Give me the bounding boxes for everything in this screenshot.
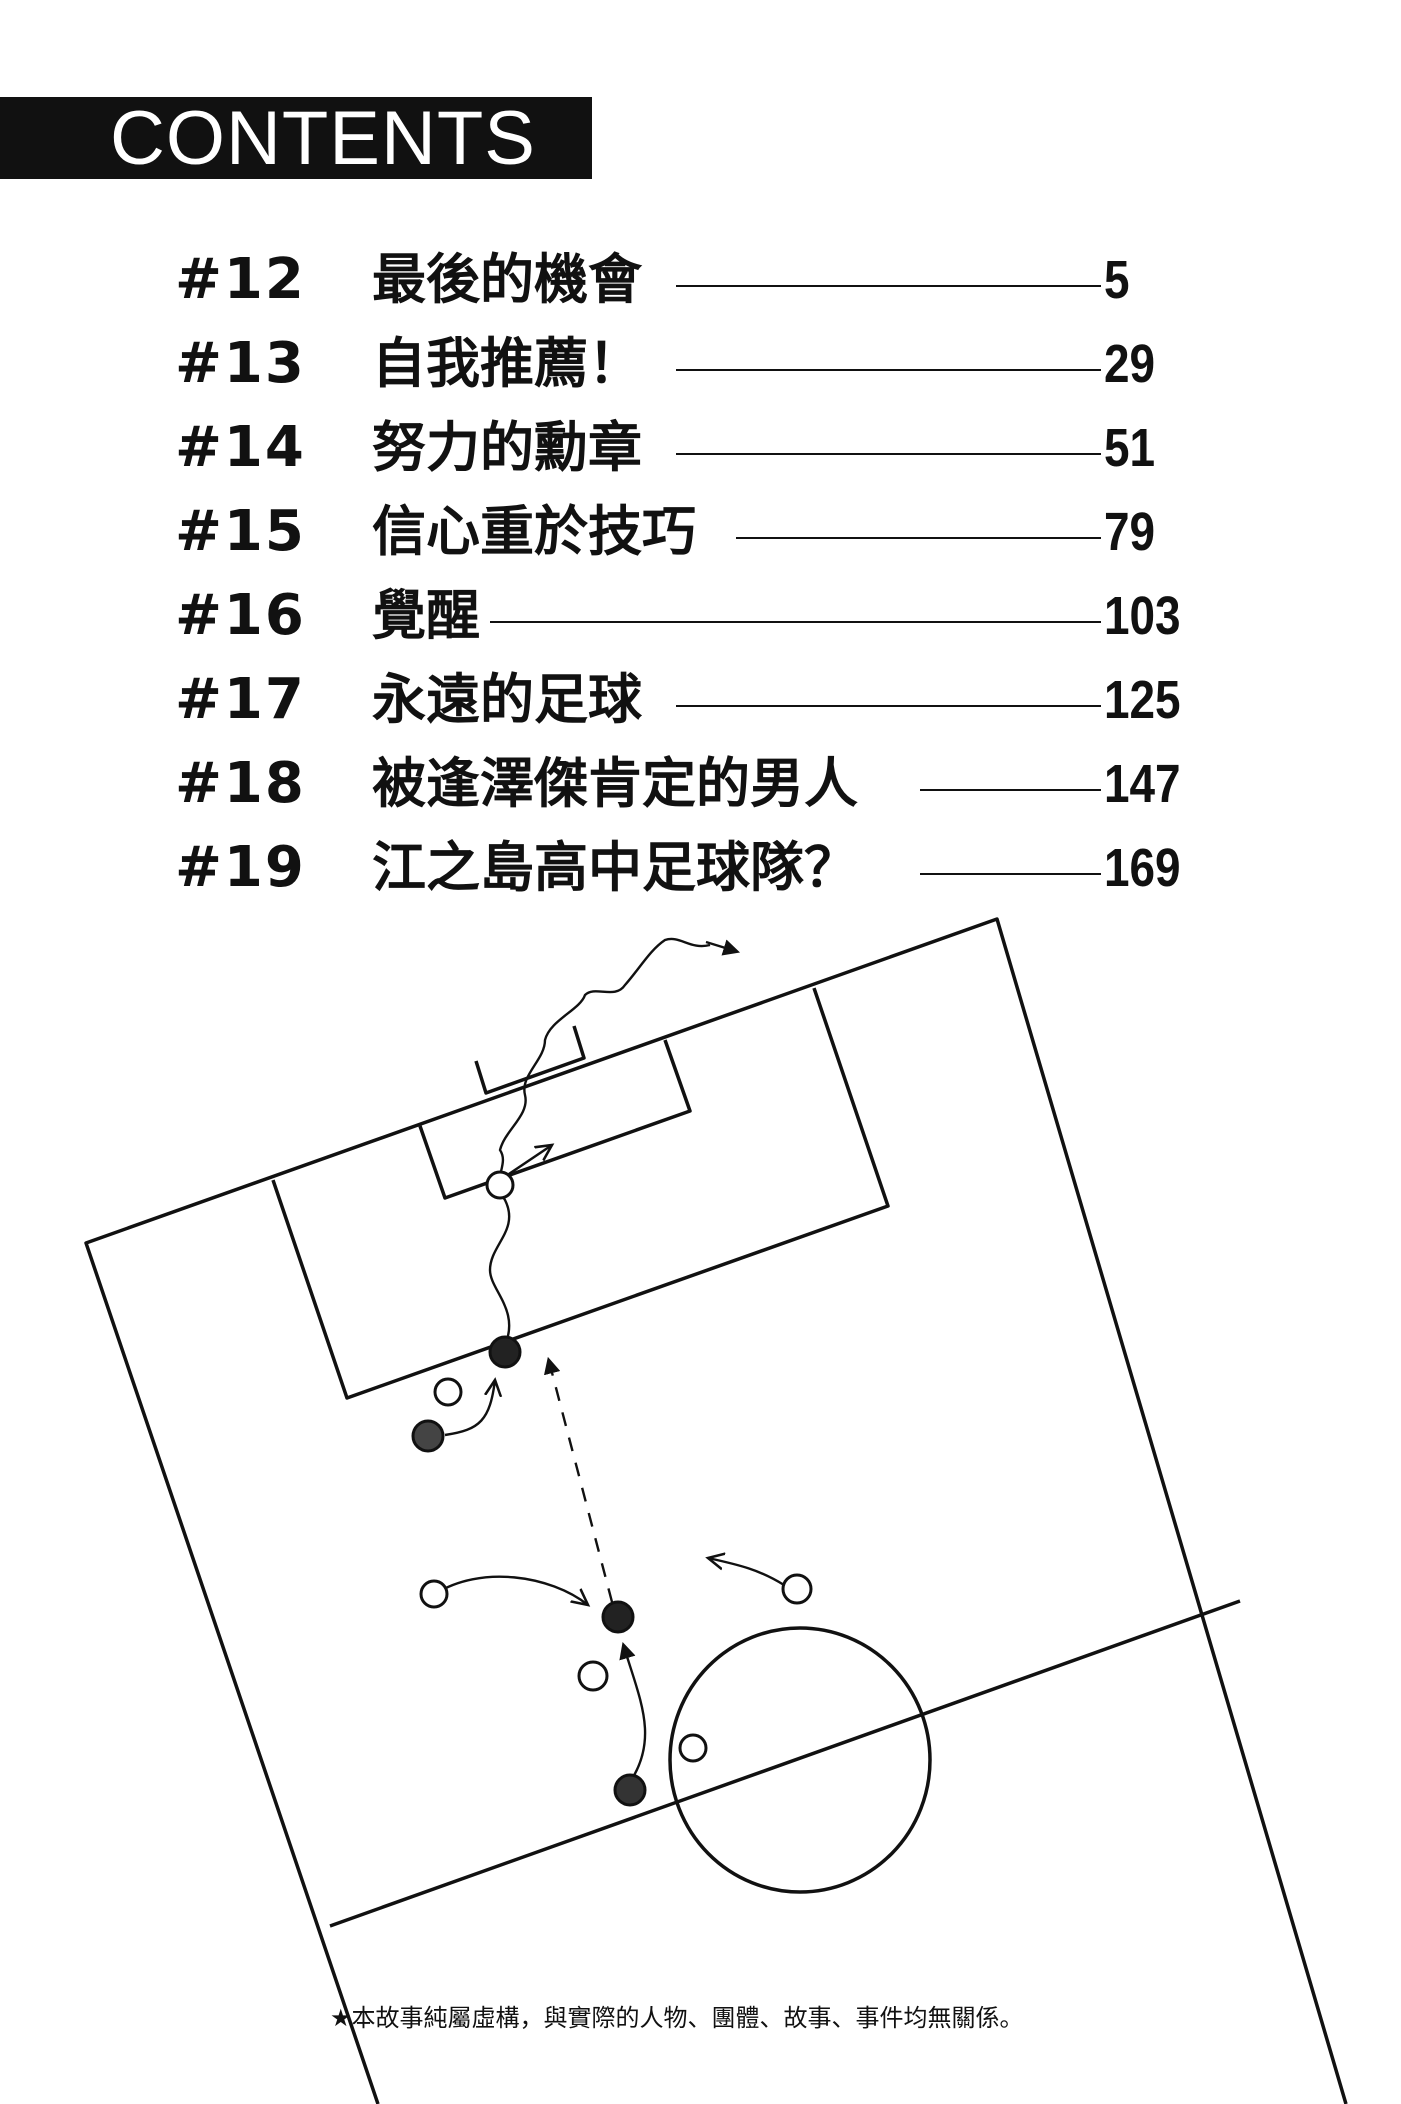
leader-line: [920, 789, 1101, 791]
leader-line: [676, 453, 1101, 455]
leader-line: [920, 873, 1101, 875]
goal-box: [474, 1025, 586, 1095]
chapter-title: 被逢澤傑肯定的男人: [372, 749, 864, 819]
chapter-number: #17: [175, 667, 306, 732]
toc-entry[interactable]: #12 最後的機會 5: [0, 245, 1401, 315]
chapter-number: #13: [175, 331, 306, 396]
leader-line: [676, 705, 1101, 707]
chapter-title: 覺醒: [372, 581, 486, 651]
halfway-line: [329, 1599, 1241, 1928]
dribble-path: [488, 937, 711, 1346]
chapter-number: #15: [175, 499, 306, 564]
toc-entry[interactable]: #15 信心重於技巧 79: [0, 497, 1401, 567]
soccer-tactics-diagram: [84, 917, 1348, 2104]
chapter-title: 努力的勳章: [372, 413, 648, 483]
chapter-title: 江之島高中足球隊？: [372, 833, 864, 903]
page-number: 103: [1104, 586, 1181, 646]
page-number: 147: [1104, 754, 1181, 814]
defender-marker: [419, 1579, 449, 1609]
toc-entry[interactable]: #18 被逢澤傑肯定的男人 147: [0, 749, 1401, 819]
attacker-marker: [488, 1335, 522, 1369]
contents-banner: CONTENTS: [0, 97, 592, 179]
page-number: 125: [1104, 670, 1181, 730]
chapter-title: 信心重於技巧: [372, 497, 702, 567]
defender-marker: [781, 1573, 813, 1605]
chapter-number: #14: [175, 415, 306, 480]
page-number: 169: [1104, 838, 1181, 898]
defender-marker: [433, 1377, 463, 1407]
defender-marker: [678, 1733, 708, 1763]
cross-arrow: [434, 1575, 588, 1605]
chapter-number: #19: [175, 835, 306, 900]
attacker-marker: [601, 1600, 635, 1634]
chapter-number: #12: [175, 247, 306, 312]
toc-entry[interactable]: #16 覺醒 103: [0, 581, 1401, 651]
chapter-title: 永遠的足球: [372, 665, 648, 735]
page-number: 51: [1104, 418, 1156, 478]
attacker-marker: [613, 1773, 647, 1807]
leader-line: [736, 537, 1101, 539]
contents-title: CONTENTS: [110, 96, 536, 181]
disclaimer-note: ★本故事純屬虛構，與實際的人物、團體、故事、事件均無關係。: [330, 2004, 1024, 2032]
chapter-number: #16: [175, 583, 306, 648]
chapter-title: 自我推薦！: [372, 329, 648, 399]
ball: [485, 1170, 515, 1200]
pitch-outline: [84, 917, 1348, 2104]
leader-line: [676, 285, 1101, 287]
page-number: 29: [1104, 334, 1156, 394]
pass-arrow-dashed: [543, 1356, 614, 1603]
page-number: 5: [1104, 250, 1130, 310]
attacker-marker: [411, 1419, 445, 1453]
run-arrow-left: [444, 1380, 495, 1437]
defender-marker: [577, 1660, 609, 1692]
leader-line: [676, 369, 1101, 371]
toc-entry[interactable]: #14 努力的勳章 51: [0, 413, 1401, 483]
goal-area: [418, 1039, 692, 1200]
page-number: 79: [1104, 502, 1156, 562]
chapter-number: #18: [175, 751, 306, 816]
short-arrow: [502, 1145, 552, 1179]
defender-run-arrow: [708, 1558, 785, 1587]
run-arrow-center: [619, 1641, 647, 1786]
toc-entry[interactable]: #13 自我推薦！ 29: [0, 329, 1401, 399]
center-circle: [668, 1626, 932, 1894]
chapter-title: 最後的機會: [372, 245, 648, 315]
toc-entry[interactable]: #17 永遠的足球 125: [0, 665, 1401, 735]
penalty-area: [271, 987, 890, 1400]
exit-arrow: [705, 939, 741, 956]
leader-line: [490, 621, 1101, 623]
toc-entry[interactable]: #19 江之島高中足球隊？ 169: [0, 833, 1401, 903]
